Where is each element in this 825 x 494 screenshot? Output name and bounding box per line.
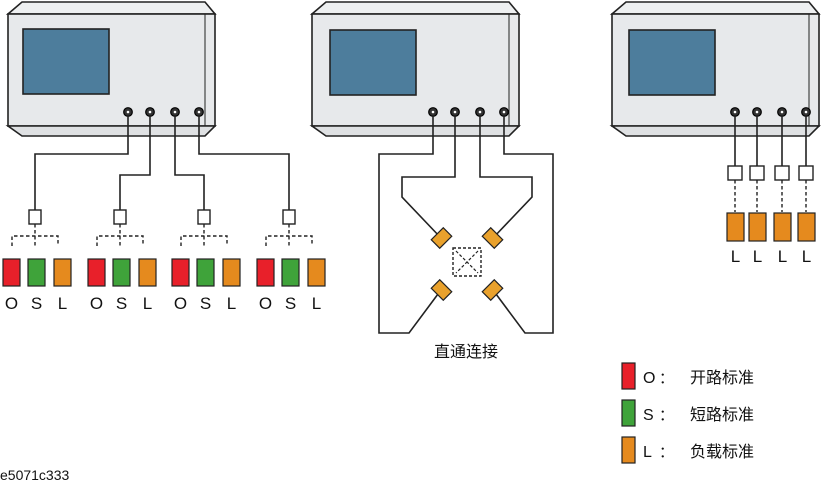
legend-text: 开路标准 <box>690 369 754 387</box>
load-label: L <box>778 247 787 266</box>
analyzer-center <box>309 1 521 137</box>
osl-label-load: L <box>227 294 236 313</box>
legend-text: 短路标准 <box>690 406 754 424</box>
osl-group: O S L <box>256 209 326 313</box>
analyzer-screen <box>628 29 716 96</box>
legend-item-load: L ： 负载标准 <box>621 436 754 464</box>
legend-key: S <box>643 407 654 424</box>
osl-label-short: S <box>116 294 127 313</box>
open-standard <box>256 258 275 287</box>
legend-colon: ： <box>659 444 674 461</box>
load-standard <box>222 258 241 287</box>
legend-item-short: S ： 短路标准 <box>621 399 754 427</box>
thru-cables <box>378 116 554 334</box>
analyzer-screen <box>22 28 110 95</box>
osl-label-open: O <box>5 294 18 313</box>
load-standard <box>53 258 72 287</box>
load-label: L <box>731 247 740 266</box>
osl-label-open: O <box>90 294 103 313</box>
thru-caption: 直通连接 <box>434 343 498 361</box>
load-standard <box>773 212 792 242</box>
load-standard <box>726 212 745 242</box>
osl-label-load: L <box>58 294 67 313</box>
legend-text: 负载标准 <box>690 443 754 461</box>
short-standard <box>27 258 46 287</box>
legend-swatch-open <box>621 362 636 390</box>
analyzer-left <box>5 1 217 137</box>
legend-swatch-short <box>621 399 636 427</box>
load-label: L <box>802 247 811 266</box>
osl-label-load: L <box>312 294 321 313</box>
osl-standard-groups: O S L O S L O S L <box>2 209 326 313</box>
osl-group: O S L <box>171 209 241 313</box>
short-standard <box>281 258 300 287</box>
load-terminations: L L L L <box>726 116 816 266</box>
osl-label-short: S <box>285 294 296 313</box>
short-standard <box>196 258 215 287</box>
osl-label-short: S <box>31 294 42 313</box>
figure-id: e5071c333 <box>0 467 70 483</box>
cables-left <box>34 116 290 210</box>
load-label: L <box>753 247 762 266</box>
load-standard <box>797 212 816 242</box>
load-standard <box>307 258 326 287</box>
load-standard <box>138 258 157 287</box>
thru-adapter <box>430 226 504 302</box>
legend-key: O <box>643 370 655 387</box>
osl-label-load: L <box>143 294 152 313</box>
osl-label-short: S <box>200 294 211 313</box>
legend-item-open: O ： 开路标准 <box>621 362 754 390</box>
short-standard <box>112 258 131 287</box>
open-standard <box>2 258 21 287</box>
osl-group: O S L <box>87 209 157 313</box>
legend-colon: ： <box>659 407 674 424</box>
legend-key: L <box>643 444 652 461</box>
osl-label-open: O <box>259 294 272 313</box>
analyzer-right <box>609 1 821 137</box>
open-standard <box>171 258 190 287</box>
analyzer-screen <box>329 29 417 96</box>
legend: O ： 开路标准 S ： 短路标准 L ： 负载标准 <box>621 362 754 464</box>
osl-label-open: O <box>174 294 187 313</box>
osl-group: O S L <box>2 209 72 313</box>
open-standard <box>87 258 106 287</box>
legend-swatch-load <box>621 436 636 464</box>
legend-colon: ： <box>659 370 674 387</box>
load-standard <box>748 212 767 242</box>
